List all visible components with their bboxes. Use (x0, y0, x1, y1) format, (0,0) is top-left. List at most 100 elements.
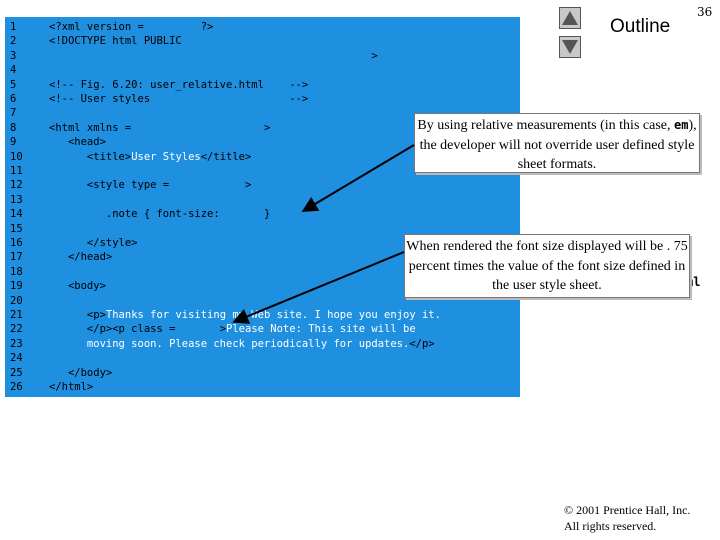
code-text: > (49, 49, 378, 63)
copyright: © 2001 Prentice Hall, Inc. All rights re… (564, 502, 690, 534)
callout-rendered-font-size: When rendered the font size displayed wi… (404, 234, 690, 298)
code-text: <html xmlns = > (49, 121, 270, 135)
copyright-line-2: All rights reserved. (564, 519, 657, 533)
code-text: </p><p class = >Please Note: This site w… (49, 322, 416, 336)
code-line: 4 (5, 63, 520, 77)
code-line: 2 <!DOCTYPE html PUBLIC (5, 34, 520, 48)
outline-title: Outline (610, 16, 671, 37)
code-line: 5 <!-- Fig. 6.20: user_relative.html --> (5, 78, 520, 92)
callout-relative-em: em (673, 118, 689, 132)
line-number: 17 (10, 251, 23, 264)
code-markup: > (175, 179, 252, 192)
line-number: 13 (10, 193, 23, 206)
code-line: 22 </p><p class = >Please Note: This sit… (5, 322, 520, 336)
line-number: 14 (10, 208, 23, 221)
code-markup: <body> (49, 280, 106, 293)
code-text: </head> (49, 250, 112, 264)
code-content-text: Please Note: This site will be (226, 323, 416, 336)
code-markup: </body> (49, 366, 113, 379)
copyright-line-1: © 2001 Prentice Hall, Inc. (564, 503, 691, 517)
code-text: moving soon. Please check periodically f… (49, 337, 435, 351)
code-markup: </p> (409, 337, 435, 350)
line-number: 16 (10, 237, 23, 249)
code-line: 11 (5, 164, 520, 178)
arrow-to-font-size-line (301, 144, 415, 213)
code-markup: </style> (49, 237, 138, 249)
code-line: 24 (5, 351, 520, 365)
code-line: 20 (5, 294, 520, 308)
code-line: 25 </body> (5, 366, 520, 380)
code-line: 14 .note { font-size: } (5, 207, 520, 221)
callout-relative-text-after: ), the developer will not override user … (419, 118, 697, 172)
code-markup: </head> (49, 251, 113, 264)
code-line: 12 <style type = > (5, 178, 520, 192)
line-number: 25 (10, 366, 23, 379)
code-text: <!DOCTYPE html PUBLIC (49, 34, 182, 48)
code-markup: <!-- Fig. 6.20: user_relative.html --> (49, 78, 309, 91)
line-number: 3 (10, 49, 17, 62)
line-number: 15 (10, 222, 23, 235)
callout-relative-text-before: By using relative measurements (in this … (417, 118, 674, 133)
code-line: 10 <title>User Styles</title> (5, 150, 520, 164)
line-number: 6 (10, 93, 17, 105)
code-line: 16 </style> (5, 236, 520, 250)
triangle-down-icon (562, 40, 578, 54)
code-markup: </p><p class = (49, 323, 182, 336)
code-markup: > (181, 323, 227, 336)
triangle-up-icon (562, 11, 578, 25)
line-number: 5 (10, 78, 17, 91)
line-number: 1 (10, 21, 17, 33)
code-line: 6 <!-- User styles --> (5, 92, 520, 106)
code-text: <head> (49, 135, 106, 149)
code-line: 15 (5, 222, 520, 236)
line-number: 2 (10, 35, 17, 48)
code-markup: </html> (49, 381, 94, 393)
code-line: 23 moving soon. Please check periodicall… (5, 337, 520, 351)
line-number: 19 (10, 280, 23, 293)
code-text: </html> (49, 380, 93, 394)
code-listing-panel: 1 <?xml version = ?> 2 <!DOCTYPE html PUBLI… (5, 17, 520, 397)
code-line: 17 </head> (5, 250, 520, 264)
line-number: 20 (10, 294, 23, 307)
previous-slide-button[interactable] (559, 7, 581, 29)
code-line: 13 (5, 193, 520, 207)
line-number: 8 (10, 121, 17, 134)
code-line: 18 (5, 265, 520, 279)
line-number: 22 (10, 323, 23, 336)
callout-relative-measurements: By using relative measurements (in this … (414, 113, 700, 173)
line-number: 12 (10, 179, 23, 192)
code-markup: <!-- User styles --> (49, 93, 309, 105)
code-markup: <style type = (49, 179, 176, 192)
line-number: 11 (10, 165, 23, 177)
line-number: 9 (10, 136, 17, 149)
arrow-to-note-paragraph (232, 251, 405, 324)
code-markup: } (226, 208, 271, 221)
code-text: <?xml version = ?> (49, 20, 213, 34)
code-text: <body> (49, 279, 106, 293)
code-text: </body> (49, 366, 112, 380)
code-text: <style type = > (49, 178, 251, 192)
code-markup: .note { font-size: (49, 208, 227, 221)
code-markup: <p> (49, 309, 106, 321)
code-markup: <head> (49, 136, 106, 149)
code-line: 19 <body> (5, 279, 520, 293)
code-markup: ?> (150, 21, 214, 33)
code-line: 9 <head> (5, 135, 520, 149)
code-line: 8 <html xmlns = > (5, 121, 520, 135)
code-markup: > (137, 121, 271, 134)
code-markup: > (49, 49, 378, 62)
slide-number: 36 (697, 5, 713, 19)
line-number: 24 (10, 352, 23, 365)
line-number: 4 (10, 64, 17, 77)
code-line: 1 <?xml version = ?> (5, 20, 520, 34)
code-line: 3 > (5, 49, 520, 63)
line-number: 21 (10, 309, 23, 321)
line-number: 26 (10, 381, 23, 393)
next-slide-button[interactable] (559, 36, 581, 58)
code-content-text: User Styles (131, 150, 201, 163)
code-markup: <?xml version = (49, 21, 151, 33)
code-markup: </title> (200, 150, 252, 163)
code-text: <title>User Styles</title> (49, 150, 251, 164)
line-number: 18 (10, 265, 23, 278)
code-markup: <title> (49, 150, 132, 163)
